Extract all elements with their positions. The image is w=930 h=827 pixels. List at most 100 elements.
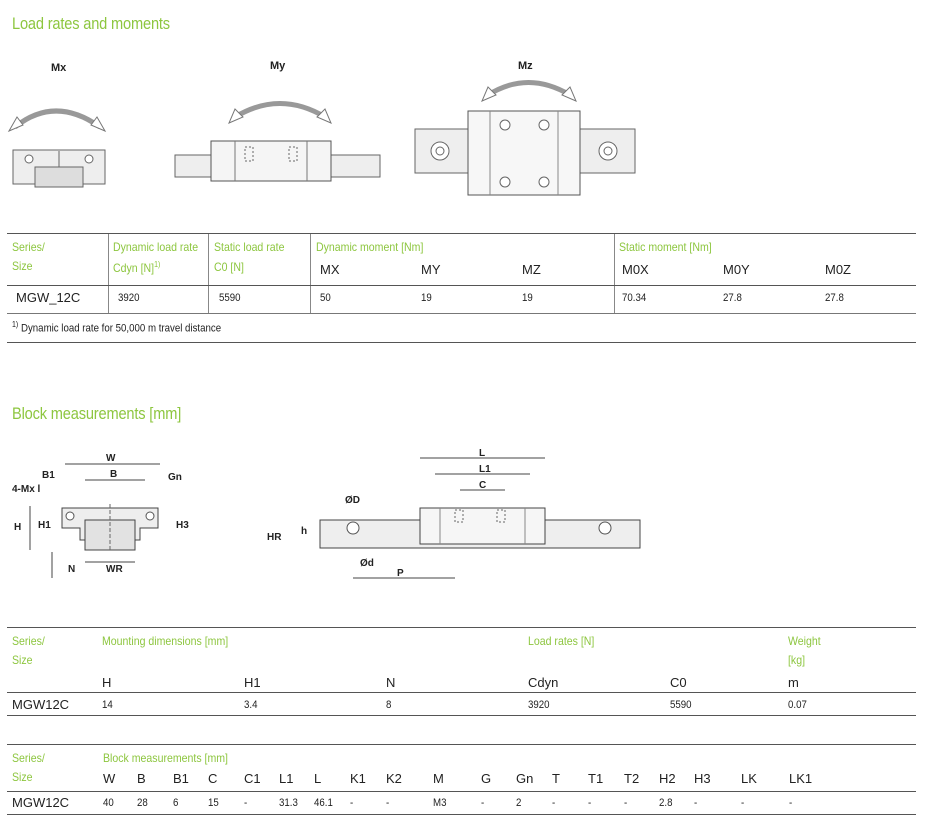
t1-row-cdyn: 3920 bbox=[528, 699, 550, 711]
t2-cell-value: - bbox=[789, 797, 793, 809]
svg-text:h: h bbox=[301, 526, 307, 537]
svg-text:B1: B1 bbox=[42, 470, 55, 481]
footnote: 1) Dynamic load rate for 50,000 m travel… bbox=[12, 320, 222, 335]
m0z-col: M0Z bbox=[825, 262, 851, 277]
t2-col-header: T bbox=[552, 771, 560, 786]
t1-col-c0: C0 bbox=[670, 675, 687, 690]
row-mz: 19 bbox=[522, 292, 533, 304]
dyn-moment-label: Dynamic moment [Nm] bbox=[316, 240, 424, 254]
t2-cell-value: 2 bbox=[516, 797, 522, 809]
t2-cell-value: 15 bbox=[208, 797, 219, 809]
t1-mounting-label: Mounting dimensions [mm] bbox=[102, 634, 229, 648]
m0x-col: M0X bbox=[622, 262, 649, 277]
t1-loadrates-label: Load rates [N] bbox=[528, 634, 595, 648]
t2-cell-value: - bbox=[350, 797, 354, 809]
t2-row-series: MGW12C bbox=[12, 795, 70, 810]
t2-cell-value: - bbox=[588, 797, 592, 809]
mz-col: MZ bbox=[522, 262, 541, 277]
block-cross-section-drawing: W B B1 Gn 4-Mx l H H1 H3 N WR bbox=[12, 453, 189, 578]
mz-label: Mz bbox=[518, 60, 533, 72]
t1-row-series: MGW12C bbox=[12, 697, 70, 712]
t1-col-h1: H1 bbox=[244, 675, 261, 690]
row-m0y: 27.8 bbox=[723, 292, 742, 304]
t2-cell-value: - bbox=[244, 797, 248, 809]
static-load-label: Static load rate bbox=[214, 240, 285, 254]
t2-cell-value: 46.1 bbox=[314, 797, 333, 809]
t2-cell-value: - bbox=[741, 797, 745, 809]
row-c0: 5590 bbox=[219, 292, 241, 304]
t2-col-header: M bbox=[433, 771, 444, 786]
row-m0x: 70.34 bbox=[622, 292, 647, 304]
t2-col-header: LK1 bbox=[789, 771, 813, 786]
row-mx: 50 bbox=[320, 292, 331, 304]
t1-row-h1: 3.4 bbox=[244, 699, 258, 711]
svg-text:Ød: Ød bbox=[360, 558, 374, 569]
svg-text:H3: H3 bbox=[176, 520, 189, 531]
t2-col-header: B1 bbox=[173, 771, 189, 786]
t2-col-header: T2 bbox=[624, 771, 640, 786]
t1-col-m: m bbox=[788, 675, 799, 690]
t1-weight-unit: [kg] bbox=[788, 653, 806, 667]
svg-text:4-Mx l: 4-Mx l bbox=[12, 484, 41, 495]
row-my: 19 bbox=[421, 292, 432, 304]
mx-label: Mx bbox=[51, 62, 67, 74]
svg-text:L1: L1 bbox=[479, 464, 491, 475]
t1-row-m: 0.07 bbox=[788, 699, 807, 711]
t2-col-header: G bbox=[481, 771, 492, 786]
svg-text:N: N bbox=[68, 564, 75, 575]
t2-cell-value: M3 bbox=[433, 797, 447, 809]
svg-text:HR: HR bbox=[267, 532, 282, 543]
t2-col-header: K1 bbox=[350, 771, 366, 786]
series-label: Series/ bbox=[12, 240, 45, 254]
t2-col-header: H2 bbox=[659, 771, 676, 786]
t2-cell-value: - bbox=[552, 797, 556, 809]
t1-row-n: 8 bbox=[386, 699, 392, 711]
moment-my-figure: My bbox=[174, 60, 381, 182]
block-section-title: Block measurements [mm] bbox=[12, 404, 182, 423]
t2-col-header: W bbox=[103, 771, 116, 786]
t2-cell-value: 2.8 bbox=[659, 797, 673, 809]
size-label: Size bbox=[12, 259, 33, 273]
t1-col-n: N bbox=[386, 675, 396, 690]
t2-col-header: C bbox=[208, 771, 218, 786]
t1-col-h: H bbox=[102, 675, 112, 690]
load-section-title: Load rates and moments bbox=[12, 14, 170, 33]
t2-cell-value: - bbox=[386, 797, 390, 809]
svg-text:WR: WR bbox=[106, 564, 123, 575]
t1-row-c0: 5590 bbox=[670, 699, 692, 711]
svg-text:C: C bbox=[479, 480, 486, 491]
svg-text:P: P bbox=[397, 568, 404, 579]
my-col: MY bbox=[421, 262, 441, 277]
t2-size-label: Size bbox=[12, 770, 33, 784]
t1-weight-label: Weight bbox=[788, 634, 821, 648]
t2-col-header: C1 bbox=[244, 771, 261, 786]
t2-cell-value: 40 bbox=[103, 797, 114, 809]
t2-col-header: H3 bbox=[694, 771, 711, 786]
t1-col-cdyn: Cdyn bbox=[528, 675, 559, 690]
dyn-load-label: Dynamic load rate bbox=[113, 240, 199, 254]
static-load-sym: C0 [N] bbox=[214, 260, 244, 274]
moment-mx-figure: Mx bbox=[7, 62, 107, 188]
m0y-col: M0Y bbox=[723, 262, 750, 277]
t2-block-label: Block measurements [mm] bbox=[103, 751, 229, 765]
t2-col-header: B bbox=[137, 771, 146, 786]
t2-col-header: T1 bbox=[588, 771, 604, 786]
svg-text:H: H bbox=[14, 522, 21, 533]
svg-text:Gn: Gn bbox=[168, 472, 182, 483]
t2-cell-value: - bbox=[694, 797, 698, 809]
t1-series-label: Series/ bbox=[12, 634, 45, 648]
svg-text:L: L bbox=[479, 448, 485, 459]
block-side-view-drawing: L L1 C ØD HR h Ød P bbox=[267, 448, 641, 579]
row-cdyn: 3920 bbox=[118, 292, 140, 304]
dyn-load-sym: Cdyn [N]1) bbox=[113, 260, 161, 275]
t2-col-header: K2 bbox=[386, 771, 402, 786]
svg-text:H1: H1 bbox=[38, 520, 51, 531]
svg-text:W: W bbox=[106, 453, 116, 464]
t1-row-h: 14 bbox=[102, 699, 113, 711]
my-label: My bbox=[270, 60, 286, 72]
t2-col-header: Gn bbox=[516, 771, 534, 786]
static-moment-label: Static moment [Nm] bbox=[619, 240, 712, 254]
t2-series-label: Series/ bbox=[12, 751, 45, 765]
t2-cell-value: - bbox=[624, 797, 628, 809]
t2-col-header: LK bbox=[741, 771, 757, 786]
